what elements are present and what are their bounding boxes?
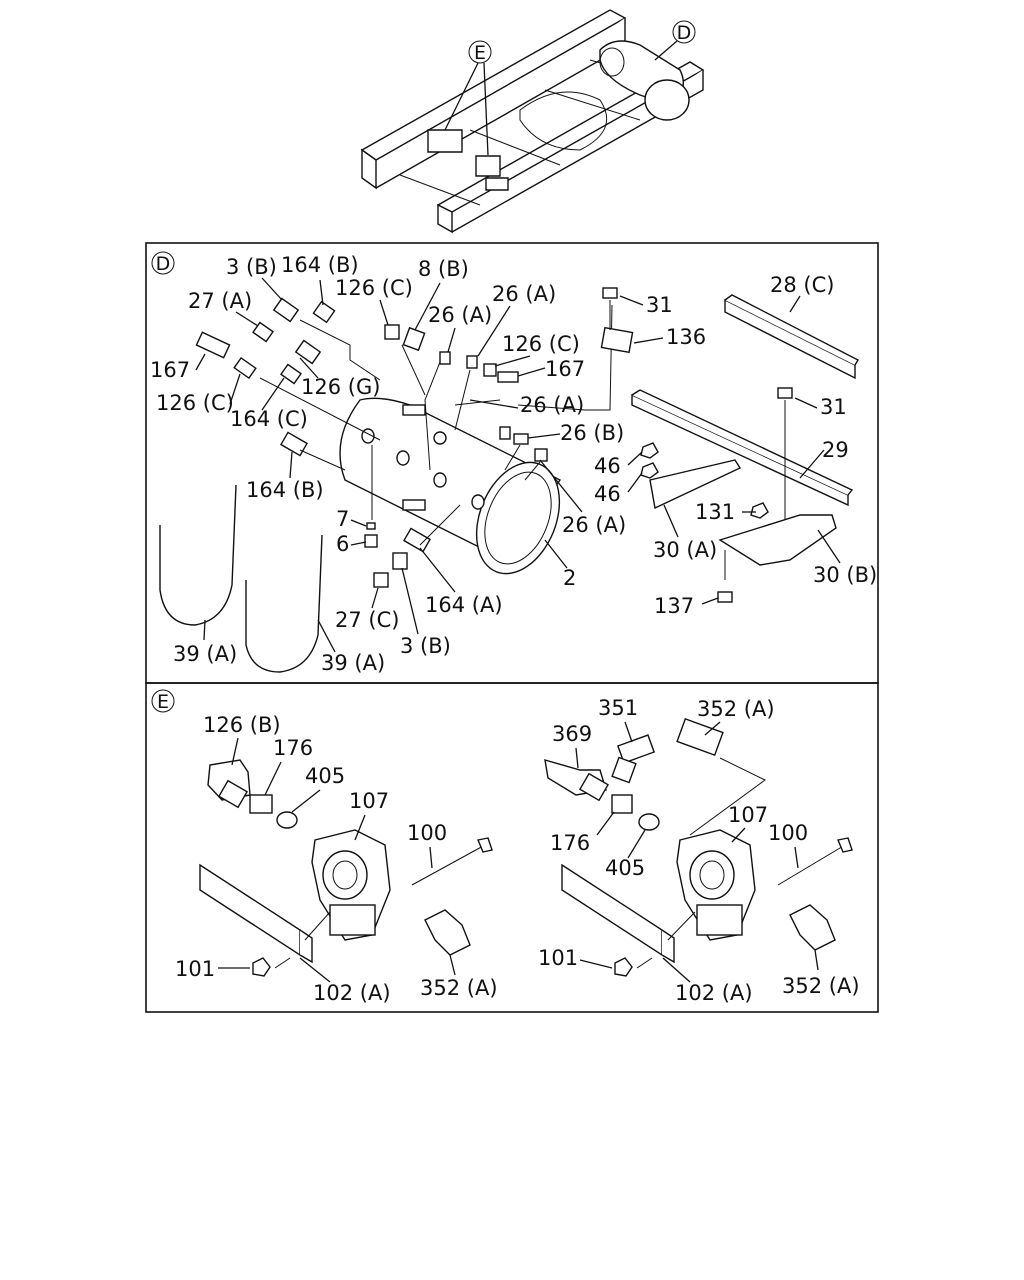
label-31-mid: 31: [820, 395, 847, 419]
svg-text:D: D: [156, 253, 171, 275]
label-28c: 28 (C): [770, 273, 834, 297]
label-26a-2: 26 (A): [492, 282, 556, 306]
label-405-right: 405: [605, 856, 645, 880]
panel-e-frame: [145, 682, 879, 1013]
label-137: 137: [654, 594, 694, 618]
label-30a: 30 (A): [653, 538, 717, 562]
label-101-right: 101: [538, 946, 578, 970]
valve-assembly-left: [199, 759, 493, 977]
callout-e-overview: E: [444, 40, 492, 156]
labels-d: 3 (B) 164 (B) 126 (C) 8 (B) 27 (A) 26 (A…: [150, 253, 877, 675]
label-102a-left: 102 (A): [313, 981, 391, 1005]
label-100-left: 100: [407, 821, 447, 845]
label-164b-top: 164 (B): [281, 253, 359, 277]
label-2: 2: [563, 566, 576, 590]
label-131: 131: [695, 500, 735, 524]
label-176-left: 176: [273, 736, 313, 760]
leaders-d: [195, 277, 841, 653]
label-29: 29: [822, 438, 849, 462]
labels-e: 126 (B) 176 405 107 100 101 102 (A) 352 …: [175, 696, 860, 1005]
label-126c-left: 126 (C): [156, 391, 234, 415]
label-164a: 164 (A): [425, 593, 503, 617]
label-26a-3: 26 (A): [520, 393, 584, 417]
label-3b: 3 (B): [226, 255, 277, 279]
label-126c-right: 126 (C): [502, 332, 580, 356]
label-164b-low: 164 (B): [246, 478, 324, 502]
label-352a-top: 352 (A): [697, 697, 775, 721]
label-30b: 30 (B): [813, 563, 877, 587]
label-352a-left: 352 (A): [420, 976, 498, 1000]
label-26a-1: 26 (A): [428, 303, 492, 327]
valve-assembly-right: [544, 717, 853, 977]
panel-d-badge: D: [151, 251, 175, 275]
label-176-right: 176: [550, 831, 590, 855]
fittings-d: [195, 297, 548, 588]
label-369: 369: [552, 722, 592, 746]
label-352a-right: 352 (A): [782, 974, 860, 998]
air-tank: [339, 397, 562, 575]
panel-e-badge: E: [151, 689, 175, 713]
label-126g: 126 (G): [301, 375, 380, 399]
label-167-left: 167: [150, 358, 190, 382]
label-102a-right: 102 (A): [675, 981, 753, 1005]
u-bolts-39a: [159, 484, 323, 673]
label-3b-low: 3 (B): [400, 634, 451, 658]
callout-d-overview: D: [654, 20, 696, 61]
label-8b: 8 (B): [418, 257, 469, 281]
callout-e-label: E: [474, 42, 486, 64]
label-27a: 27 (A): [188, 289, 252, 313]
label-351: 351: [598, 696, 638, 720]
label-100-right: 100: [768, 821, 808, 845]
label-26a-4: 26 (A): [562, 513, 626, 537]
label-164c: 164 (C): [230, 407, 308, 431]
label-26b: 26 (B): [560, 421, 624, 445]
label-46-2: 46: [594, 482, 621, 506]
label-101-left: 101: [175, 957, 215, 981]
leaders-e: [218, 721, 819, 983]
label-39a-1: 39 (A): [173, 642, 237, 666]
label-167-right: 167: [545, 357, 585, 381]
label-126b: 126 (B): [203, 713, 281, 737]
label-27c: 27 (C): [335, 608, 399, 632]
label-107-left: 107: [349, 789, 389, 813]
callout-d-label: D: [677, 22, 692, 44]
label-405-left: 405: [305, 764, 345, 788]
label-107-right: 107: [728, 803, 768, 827]
label-39a-2: 39 (A): [321, 651, 385, 675]
label-136: 136: [666, 325, 706, 349]
tank-lines-d: [259, 304, 613, 546]
svg-text:E: E: [157, 691, 169, 713]
label-46-1: 46: [594, 454, 621, 478]
label-126c-top: 126 (C): [335, 276, 413, 300]
label-6: 6: [336, 532, 349, 556]
label-7: 7: [336, 507, 349, 531]
label-31-top: 31: [646, 293, 673, 317]
chassis-overview: [360, 9, 705, 234]
bracket-right-d: [600, 287, 859, 603]
